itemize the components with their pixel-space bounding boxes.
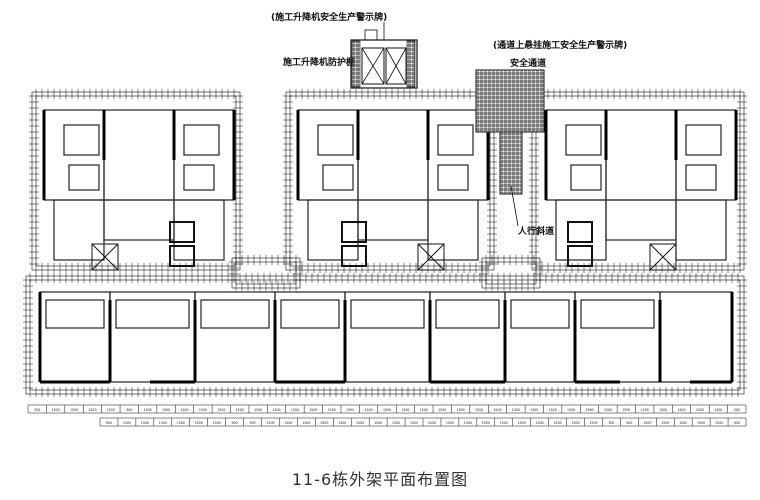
dimension-strips: 300 1500 1500 1500 1500 300 1500 1500 1500 1500 15… [27, 404, 747, 427]
dimension-label: 1500 [641, 408, 649, 412]
dimension-label: 1500 [585, 408, 593, 412]
dimension-label: 1500 [696, 408, 704, 412]
dimension-label: 1500 [123, 421, 131, 425]
building-walls [39, 109, 737, 383]
dimension-label: 1500 [549, 408, 557, 412]
passage-warning-label: (通道上悬挂施工安全生产警示牌) [493, 41, 628, 51]
dimension-label: 1500 [162, 408, 170, 412]
dimension-label: 1500 [530, 408, 538, 412]
dimension-label: 1500 [266, 421, 274, 425]
dimension-label: 1500 [374, 421, 382, 425]
dimension-label: 1500 [284, 421, 292, 425]
dimension-label: 1500 [309, 408, 317, 412]
dimension-label: 900 [106, 421, 112, 425]
elevator-shafts [91, 221, 677, 271]
dimension-label: 900 [626, 421, 632, 425]
dimension-label: 1500 [571, 421, 579, 425]
dimension-label: 1500 [177, 421, 185, 425]
safe-passage [475, 69, 545, 227]
dimension-label: 1500 [302, 421, 310, 425]
dimension-label: 1500 [464, 421, 472, 425]
dimension-label: 1500 [512, 408, 520, 412]
dimension-label: 1500 [365, 408, 373, 412]
structural-walls [38, 110, 738, 384]
dimension-label: 900 [232, 421, 238, 425]
dimension-label: 300 [126, 408, 132, 412]
dimension-label: 1500 [236, 408, 244, 412]
dimension-label: 1500 [401, 408, 409, 412]
dimension-label: 1500 [554, 421, 562, 425]
dimension-label: 1500 [589, 421, 597, 425]
dimension-label: 1500 [446, 421, 454, 425]
dimension-label: 1500 [383, 408, 391, 412]
hoist-warning-label: (施工升降机安全生产警示牌) [271, 13, 388, 23]
dimension-label: 1500 [254, 408, 262, 412]
dimension-label: 300 [34, 408, 40, 412]
dimension-label: 1500 [604, 408, 612, 412]
dimension-label: 1500 [410, 421, 418, 425]
dimension-label: 1500 [438, 408, 446, 412]
dimension-label: 1500 [714, 408, 722, 412]
dimension-label: 1500 [217, 408, 225, 412]
dimension-label: 1500 [52, 408, 60, 412]
hoist-shed [350, 22, 418, 89]
dimension-label: 1500 [697, 421, 705, 425]
dimension-label: 1500 [420, 408, 428, 412]
dimension-label: 1500 [356, 421, 364, 425]
dimension-label: 1500 [428, 421, 436, 425]
dimension-label: 1500 [159, 421, 167, 425]
dimension-label: 1500 [346, 408, 354, 412]
dimension-label: 900 [734, 421, 740, 425]
dimension-label: 1500 [622, 408, 630, 412]
dimension-label: 1500 [567, 408, 575, 412]
dimension-label: 300 [608, 421, 614, 425]
dimension-label: 1500 [679, 421, 687, 425]
dimension-label: 1500 [457, 408, 465, 412]
dimension-label: 1500 [272, 408, 280, 412]
hoist-shed-label: 施工升降机防护棚 [283, 58, 356, 68]
dimension-label: 1500 [392, 421, 400, 425]
scaffold-grid [23, 89, 747, 397]
ramp-leader [510, 185, 519, 227]
dimension-label: 1500 [141, 421, 149, 425]
dimension-label: 1500 [199, 408, 207, 412]
dimension-label: 1500 [482, 421, 490, 425]
dimension-label: 1500 [500, 421, 508, 425]
dimension-label: 1500 [180, 408, 188, 412]
dimension-label: 1500 [518, 421, 526, 425]
dimension-label: 1500 [643, 421, 651, 425]
dimension-label: 300 [734, 408, 740, 412]
dimension-label: 1500 [195, 421, 203, 425]
ramp-label: 人行斜道 [518, 227, 555, 237]
dimension-label: 1500 [70, 408, 78, 412]
dimension-label: 1500 [536, 421, 544, 425]
dimension-label: 1500 [328, 408, 336, 412]
dimension-label: 1500 [493, 408, 501, 412]
safe-passage-label: 安全通道 [510, 59, 547, 69]
dimension-label: 1500 [88, 408, 96, 412]
dimension-label: 1500 [659, 408, 667, 412]
dimension-label: 1500 [291, 408, 299, 412]
dimension-label: 1500 [144, 408, 152, 412]
dimension-label: 1500 [107, 408, 115, 412]
dimension-label: 1500 [338, 421, 346, 425]
dimension-label: 1500 [661, 421, 669, 425]
dimension-label: 1500 [213, 421, 221, 425]
dimension-label: 1500 [475, 408, 483, 412]
dimension-label: 300 [249, 421, 255, 425]
dimension-label: 1500 [678, 408, 686, 412]
dimension-label: 1500 [320, 421, 328, 425]
drawing-caption: 11-6栋外架平面布置图 [291, 470, 469, 489]
dimension-label: 1500 [715, 421, 723, 425]
